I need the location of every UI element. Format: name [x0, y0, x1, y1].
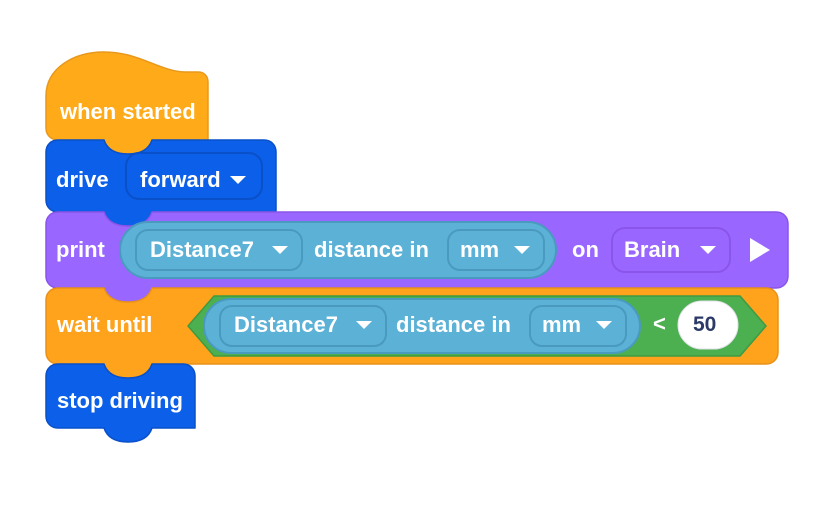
print-target-value[interactable]: Brain [624, 237, 681, 262]
condition-threshold-input[interactable] [677, 300, 739, 350]
chevron-down-icon[interactable] [596, 321, 612, 329]
when-started-label: when started [60, 99, 196, 124]
drive-direction-dropdown[interactable] [125, 152, 263, 200]
print-label: print [56, 237, 105, 262]
condition-reporter-label: distance in [396, 312, 511, 337]
wait-until-label: wait until [57, 312, 153, 337]
chevron-down-icon[interactable] [356, 321, 372, 329]
condition-distance-sensor-value[interactable]: Distance7 [234, 312, 338, 337]
condition-distance-units-dropdown[interactable] [529, 305, 627, 347]
drive-direction-value[interactable]: forward [140, 167, 221, 192]
less-than-operator-symbol: < [653, 311, 666, 336]
drive-label: drive [56, 167, 109, 192]
condition-threshold-value[interactable]: 50 [693, 313, 717, 336]
chevron-down-icon[interactable] [230, 176, 246, 184]
chevron-down-icon[interactable] [514, 246, 530, 254]
play-icon[interactable] [750, 238, 770, 262]
print-distance-units-dropdown[interactable] [447, 229, 545, 271]
print-distance-sensor-dropdown[interactable] [135, 229, 303, 271]
print-distance-units-value[interactable]: mm [460, 237, 500, 262]
print-reporter-label: distance in [314, 237, 429, 262]
chevron-down-icon[interactable] [700, 246, 716, 254]
print-target-dropdown[interactable] [611, 227, 731, 273]
chevron-down-icon[interactable] [272, 246, 288, 254]
print-distance-sensor-value[interactable]: Distance7 [150, 237, 254, 262]
condition-distance-units-value[interactable]: mm [542, 312, 582, 337]
print-on-label: on [572, 237, 599, 262]
stop-driving-block[interactable] [45, 363, 196, 443]
condition-distance-sensor-dropdown[interactable] [219, 305, 387, 347]
stop-driving-label: stop driving [57, 388, 183, 413]
